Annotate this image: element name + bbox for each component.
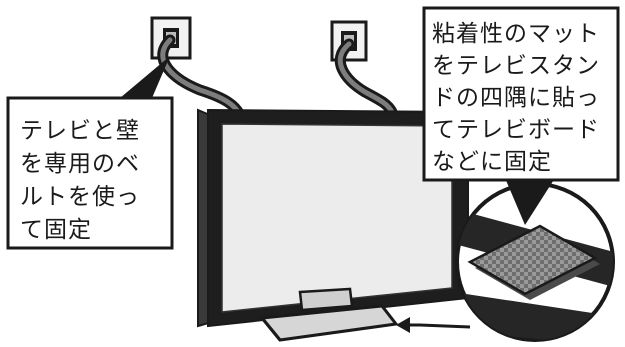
safety-belt-right (334, 38, 398, 118)
tv-screen (221, 123, 453, 313)
tv-stand (259, 287, 399, 342)
callout-left-line-1: テレビと壁 (20, 118, 140, 144)
callout-left-line-4: て固定 (20, 217, 92, 243)
callout-left: テレビと壁 を専用のベ ルトを使っ て固定 (6, 56, 174, 250)
arrow-icon (396, 317, 471, 333)
callout-left-line-2: を専用のベ (20, 151, 140, 177)
callout-right-line-2: をテレビスタン (432, 53, 600, 79)
callout-right-line-3: ドの四隅に貼っ (432, 85, 600, 111)
tv-monitor (197, 108, 469, 328)
callout-right: 粘着性のマット をテレビスタン ドの四隅に貼っ てテレビボード などに固定 (422, 6, 620, 225)
safety-belt-left (157, 34, 246, 121)
adhesive-mat-icon (467, 224, 600, 300)
callout-left-line-3: ルトを使っ (20, 184, 140, 210)
zoom-detail (455, 182, 615, 342)
callout-right-line-1: 粘着性のマット (432, 21, 600, 47)
callout-right-line-5: などに固定 (432, 149, 552, 175)
callout-right-line-4: てテレビボード (432, 117, 600, 143)
